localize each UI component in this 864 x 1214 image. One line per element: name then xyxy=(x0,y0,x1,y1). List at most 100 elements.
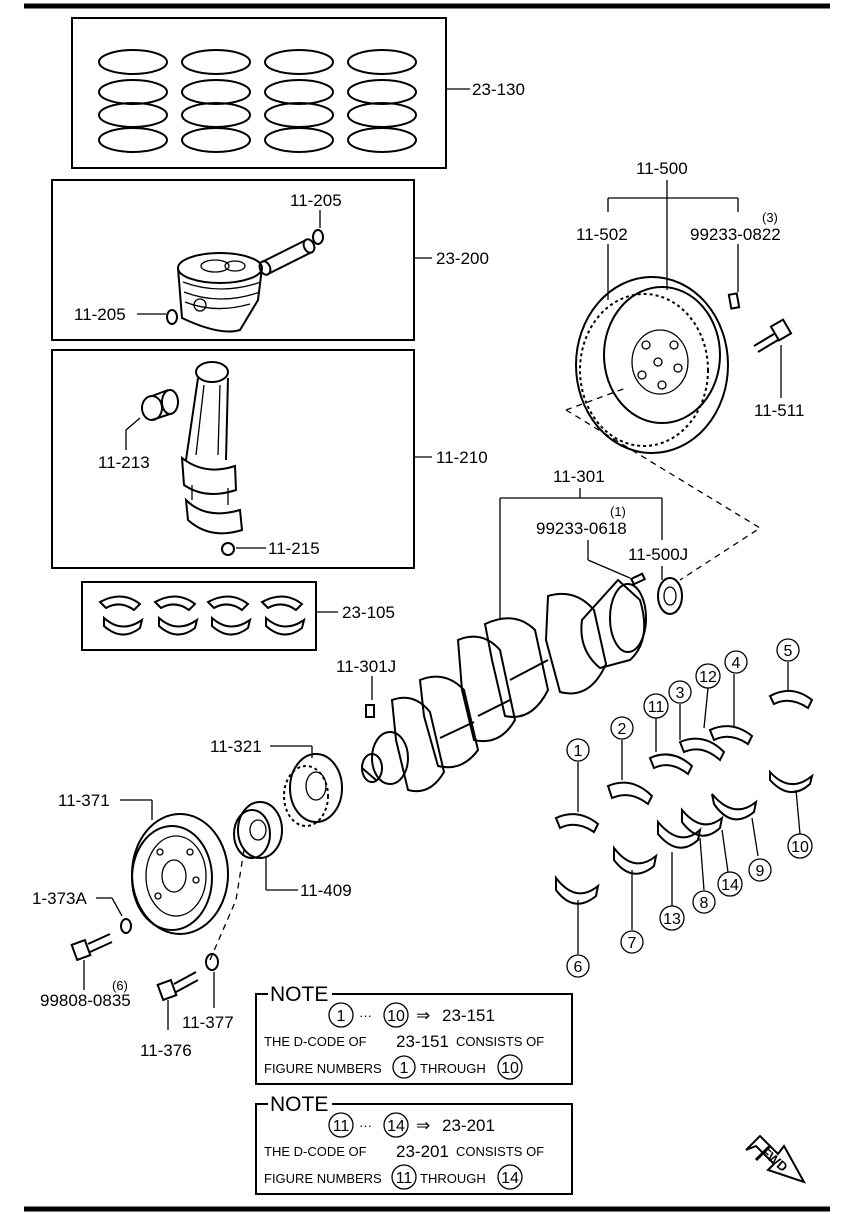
connecting-rod-box xyxy=(51,349,415,569)
note-2-line2-start: 11 xyxy=(396,1170,413,1187)
timing-gear xyxy=(283,753,343,827)
pulley-group[interactable]: 11-371 1-373A (6) 99808-0835 xyxy=(32,791,229,1010)
callout-7: 7 xyxy=(620,930,644,954)
ring-set-3 xyxy=(264,49,334,153)
svg-text:3: 3 xyxy=(676,685,685,702)
piston-pin xyxy=(258,238,316,276)
fwd-arrow-icon: FWD xyxy=(745,1134,807,1184)
rod-bearings-box xyxy=(81,581,317,651)
label-1-373A: 1-373A xyxy=(32,889,87,908)
label-11-511: 11-511 xyxy=(754,401,804,420)
note-1-line1-code: 23-151 xyxy=(396,1032,449,1051)
flywheel-bolt xyxy=(753,318,793,353)
callout-12: 12 xyxy=(695,663,721,689)
svg-text:14: 14 xyxy=(721,877,739,894)
svg-text:11: 11 xyxy=(648,699,665,716)
note-2-range-end: 14 xyxy=(387,1118,405,1135)
piston-rings-group[interactable]: 23-130 xyxy=(71,17,525,169)
note-1-line2-prefix: FIGURE NUMBERS xyxy=(264,1061,382,1076)
callout-13: 13 xyxy=(659,905,685,931)
clip-lower xyxy=(166,309,178,325)
label-23-200: 23-200 xyxy=(436,249,489,268)
flywheel-dowel xyxy=(727,292,741,310)
main-bearings-group[interactable]: 1 2 3 4 5 6 7 8 9 10 11 12 13 14 xyxy=(554,638,814,978)
label-11-409: 11-409 xyxy=(300,881,352,900)
callout-6: 6 xyxy=(566,954,590,978)
svg-text:6: 6 xyxy=(574,959,583,976)
crankshaft-group[interactable]: 11-301J 11-301 (1) 99233-0618 11-500J xyxy=(336,467,688,793)
svg-text:2: 2 xyxy=(618,721,627,738)
pulley-bolt xyxy=(70,933,113,962)
note-1-line2-end: 10 xyxy=(501,1060,519,1077)
svg-text:1: 1 xyxy=(574,743,583,760)
flywheel-group[interactable]: 11-500 11-502 (3) 99233-0822 11-511 xyxy=(575,159,804,454)
svg-text:7: 7 xyxy=(628,935,637,952)
label-11-215: 11-215 xyxy=(268,539,320,558)
label-99808-0835: 99808-0835 xyxy=(40,991,131,1010)
bearing-pairs xyxy=(98,595,306,636)
plate xyxy=(233,801,283,859)
callout-2: 2 xyxy=(610,716,634,740)
plate-group[interactable]: 11-409 xyxy=(233,801,352,900)
clip-upper xyxy=(312,229,324,245)
label-11-213: 11-213 xyxy=(98,453,150,472)
label-11-500J: 11-500J xyxy=(628,545,688,564)
rod-bushing xyxy=(141,389,179,421)
bolt-376-group[interactable]: 11-376 xyxy=(140,971,199,1060)
callout-5: 5 xyxy=(776,638,800,662)
crank-pin xyxy=(629,572,647,586)
note-1-range-start: 1 xyxy=(337,1008,346,1025)
note-2-line1-code: 23-201 xyxy=(396,1142,449,1161)
piston-box xyxy=(51,179,415,341)
ring-set-1 xyxy=(98,49,168,153)
dashed-guide-plate xyxy=(209,849,245,961)
bolt-376 xyxy=(156,971,199,1002)
label-11-210: 11-210 xyxy=(436,448,488,467)
note-1-line2-start: 1 xyxy=(400,1060,409,1077)
callout-8: 8 xyxy=(692,890,716,914)
note-1-line2-through: THROUGH xyxy=(420,1061,486,1076)
dashed-guide-flywheel xyxy=(565,387,762,581)
piston-rings-box xyxy=(71,17,447,169)
callout-11: 11 xyxy=(643,693,669,719)
rod-bearings-group[interactable]: 23-105 xyxy=(81,581,395,651)
note-2-arrow: ⇒ xyxy=(416,1116,430,1135)
label-11-205-upper: 11-205 xyxy=(290,191,342,210)
label-11-377: 11-377 xyxy=(182,1013,234,1032)
callout-10: 10 xyxy=(787,833,813,859)
svg-text:5: 5 xyxy=(784,643,793,660)
washer-377 xyxy=(205,953,219,971)
note-1-arrow: ⇒ xyxy=(416,1006,430,1025)
note-2-code: 23-201 xyxy=(442,1116,495,1135)
washer-377-group[interactable]: 11-377 xyxy=(182,953,234,1032)
ring-set-2 xyxy=(181,49,251,153)
piston xyxy=(177,252,263,333)
connecting-rod-group[interactable]: 11-213 11-215 11-210 xyxy=(51,349,488,569)
note-1-code: 23-151 xyxy=(442,1006,495,1025)
note-2-line1-suffix: CONSISTS OF xyxy=(456,1144,544,1159)
note-box-2: NOTE 11 ··· 14 ⇒ 23-201 THE D-CODE OF 23… xyxy=(255,1093,573,1195)
svg-text:13: 13 xyxy=(663,911,681,928)
svg-text:4: 4 xyxy=(732,655,741,672)
piston-group[interactable]: 11-205 11-205 23-200 xyxy=(51,179,489,341)
timing-gear-group[interactable]: 11-321 xyxy=(210,737,343,827)
label-11-502: 11-502 xyxy=(576,225,628,244)
note-2-line1-prefix: THE D-CODE OF xyxy=(264,1144,367,1159)
ring-set-4 xyxy=(347,49,417,153)
note-2-line2-end: 14 xyxy=(501,1170,519,1187)
main-bearing-shells xyxy=(554,689,814,905)
note-2-line2-prefix: FIGURE NUMBERS xyxy=(264,1171,382,1186)
svg-text:10: 10 xyxy=(791,839,809,856)
note-1-range-end: 10 xyxy=(387,1008,405,1025)
callout-9: 9 xyxy=(748,858,772,882)
callout-4: 4 xyxy=(724,650,748,674)
label-23-130: 23-130 xyxy=(472,80,525,99)
connecting-rod xyxy=(180,361,244,535)
crank-key xyxy=(365,704,375,718)
label-crank-pin-qty: (1) xyxy=(610,504,626,519)
label-11-500: 11-500 xyxy=(636,159,688,178)
note-2-range-start: 11 xyxy=(333,1118,350,1135)
callout-14: 14 xyxy=(717,871,743,897)
callout-1: 1 xyxy=(566,738,590,762)
label-11-301J: 11-301J xyxy=(336,657,396,676)
